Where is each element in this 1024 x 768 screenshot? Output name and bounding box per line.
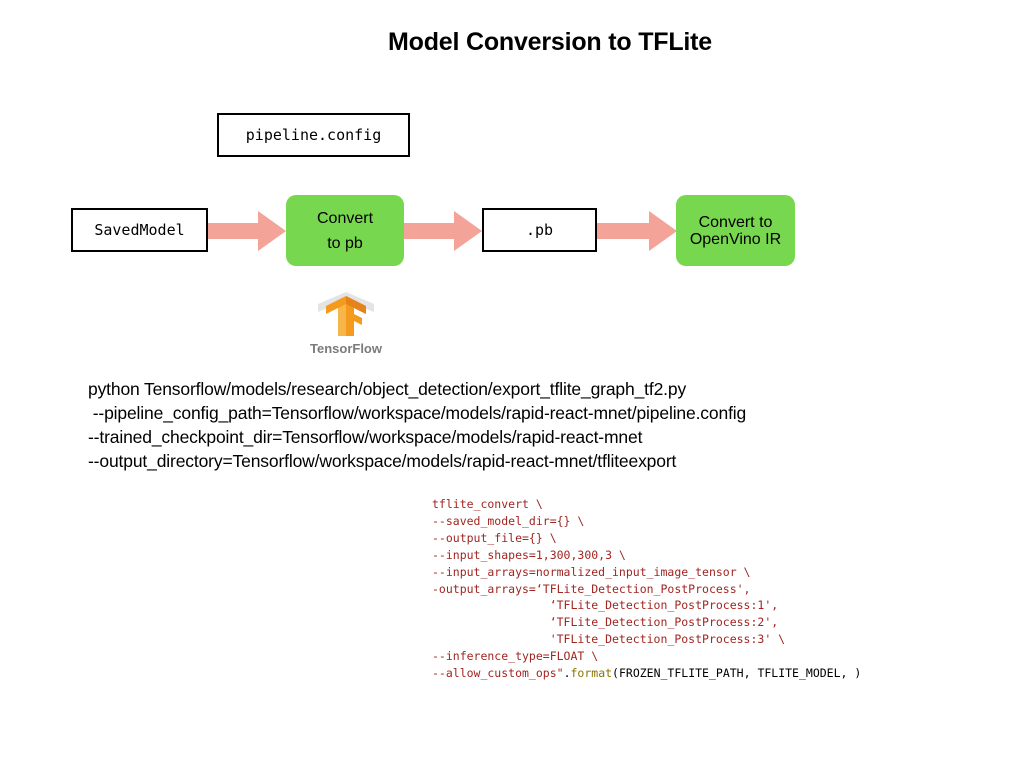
export-command-line: --output_directory=Tensorflow/workspace/… <box>88 451 677 471</box>
export-command-line: --trained_checkpoint_dir=Tensorflow/work… <box>88 427 643 447</box>
pipeline-config-box: pipeline.config <box>217 113 410 157</box>
code-dot: . <box>563 666 571 681</box>
export-command-line: python Tensorflow/models/research/object… <box>88 379 687 399</box>
code-line: --output_file={} \ <box>432 530 557 545</box>
tensorflow-logo-text: TensorFlow <box>310 341 383 356</box>
code-line: --input_shapes=1,300,300,3 \ <box>432 547 626 562</box>
code-prefix: --allow_custom_ops" <box>432 666 564 681</box>
convert-to-openvino-line2: OpenVino IR <box>689 230 782 248</box>
code-line: ‘TFLite_Detection_PostProcess:1', <box>432 598 779 613</box>
export-command: python Tensorflow/models/research/object… <box>88 377 746 473</box>
tensorflow-logo: TensorFlow <box>310 292 383 356</box>
code-line: tflite_convert \ <box>432 497 543 511</box>
code-line: ‘TFLite_Detection_PostProcess:2', <box>432 615 779 630</box>
convert-to-pb-line2: to pb <box>327 234 363 252</box>
code-line: -output_arrays=‘TFLite_Detection_PostPro… <box>432 581 751 596</box>
tflite-convert-code: tflite_convert \ --saved_model_dir={} \ --… <box>432 496 861 682</box>
code-line: --inference_type=FLOAT \ <box>432 649 599 664</box>
code-line: --saved_model_dir={} \ <box>432 513 585 528</box>
arrow-pb-to-openvino <box>597 211 677 251</box>
code-line: --input_arrays=normalized_input_image_te… <box>432 564 751 579</box>
arrow-convert-to-pb-file <box>404 211 482 251</box>
arrow-savedmodel-to-convert <box>208 211 286 251</box>
export-command-line: --pipeline_config_path=Tensorflow/worksp… <box>88 403 747 423</box>
code-format-method: format <box>570 666 613 681</box>
convert-to-pb-node: Convert to pb <box>286 195 404 266</box>
code-format-args: (FROZEN_TFLITE_PATH, TFLITE_MODEL, ) <box>612 666 862 681</box>
tensorflow-logo-icon <box>318 292 374 336</box>
saved-model-box: SavedModel <box>71 208 208 252</box>
convert-to-openvino-line1: Convert to <box>698 213 773 231</box>
convert-to-pb-line1: Convert <box>316 209 374 227</box>
pb-file-label: .pb <box>525 221 554 239</box>
pipeline-config-label: pipeline.config <box>245 126 382 144</box>
code-line: 'TFLite_Detection_PostProcess:3' \ <box>432 632 786 647</box>
pb-file-box: .pb <box>482 208 597 252</box>
code-line-last: --allow_custom_ops".format(FROZEN_TFLITE… <box>432 665 861 682</box>
page-title: Model Conversion to TFLite <box>388 28 712 56</box>
saved-model-label: SavedModel <box>94 221 185 239</box>
convert-to-openvino-node: Convert to OpenVino IR <box>676 195 795 266</box>
